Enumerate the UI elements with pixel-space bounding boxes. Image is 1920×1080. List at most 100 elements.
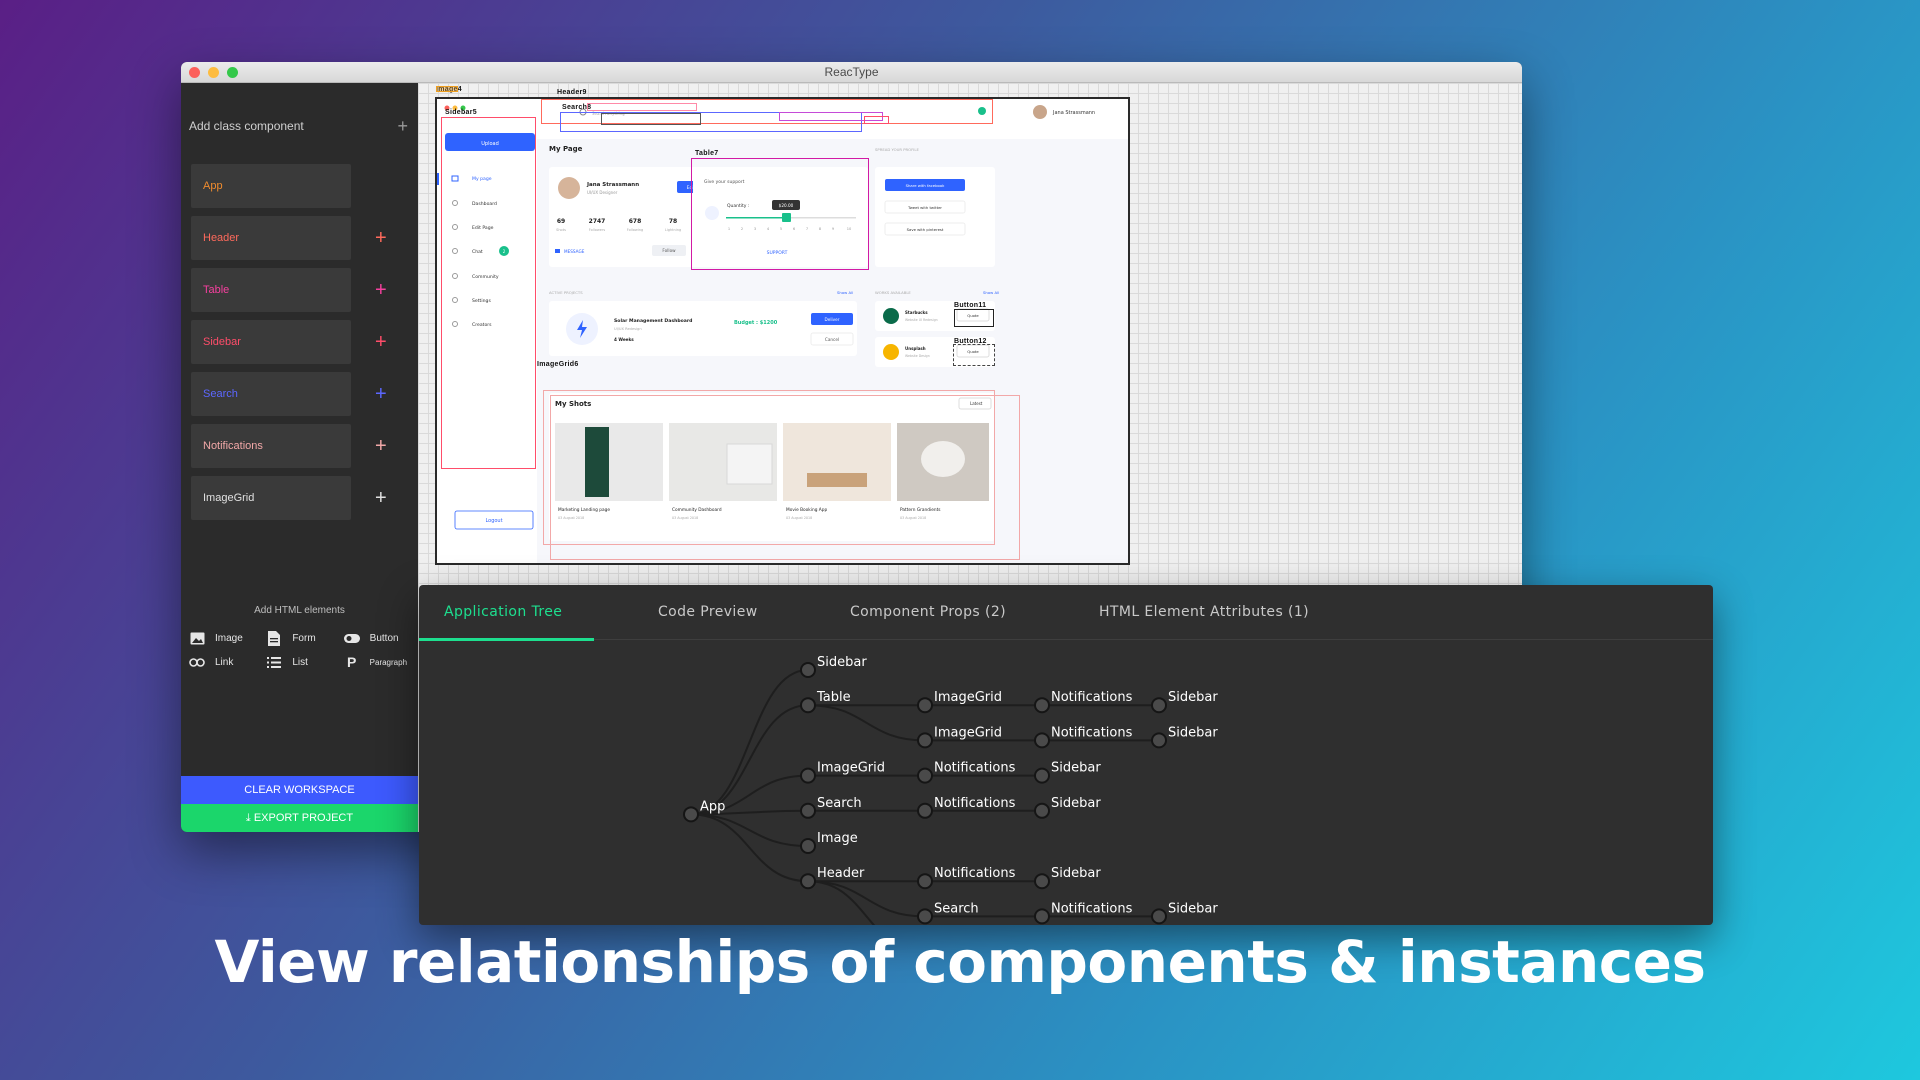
component-item-app[interactable]: App: [191, 164, 351, 208]
add-class-component-row: Add class component +: [189, 111, 414, 141]
svg-text:Show All: Show All: [837, 290, 853, 295]
add-class-plus-icon[interactable]: +: [397, 116, 408, 136]
tree-node-circle[interactable]: [917, 908, 933, 925]
component-item-notifications[interactable]: Notifications: [191, 424, 351, 468]
tree-node-sidebar[interactable]: Sidebar: [800, 655, 867, 678]
svg-text:MESSAGE: MESSAGE: [564, 249, 585, 254]
tree-node-circle[interactable]: [800, 838, 816, 854]
overlay-label-search8: Search8: [562, 104, 592, 111]
tree-node-circle[interactable]: [1151, 697, 1167, 714]
notifications-overlay[interactable]: [560, 112, 862, 132]
title-bar: ReacType: [181, 62, 1522, 83]
html-element-link[interactable]: Link: [189, 655, 256, 669]
svg-text:Quote: Quote: [967, 349, 979, 354]
minimize-window-button[interactable]: [208, 67, 219, 78]
component-item-sidebar[interactable]: Sidebar: [191, 320, 351, 364]
tab-application-tree[interactable]: Application Tree: [444, 604, 563, 620]
tree-node-sidebar[interactable]: Sidebar: [1034, 866, 1101, 890]
tree-node-notifications[interactable]: Notifications: [917, 796, 1016, 819]
tree-node-notifications[interactable]: Notifications: [1034, 690, 1133, 714]
add-instance-plus-icon[interactable]: +: [375, 435, 387, 457]
svg-text:SPREAD YOUR PROFILE: SPREAD YOUR PROFILE: [875, 147, 920, 152]
tree-node-circle[interactable]: [1034, 697, 1050, 714]
add-instance-plus-icon[interactable]: +: [375, 383, 387, 405]
maximize-window-button[interactable]: [227, 67, 238, 78]
tree-node-circle[interactable]: [917, 732, 933, 749]
tree-node-circle[interactable]: [1034, 873, 1050, 890]
tree-node-circle[interactable]: [800, 802, 816, 819]
html-element-list[interactable]: List: [266, 655, 333, 669]
tree-node-notifications[interactable]: Notifications: [917, 866, 1016, 890]
component-item-header[interactable]: Header: [191, 216, 351, 260]
search8-overlay[interactable]: [587, 103, 697, 111]
button11-overlay[interactable]: [954, 309, 994, 327]
tree-node-app[interactable]: App: [683, 799, 725, 823]
tree-node-sidebar[interactable]: Sidebar: [1034, 796, 1101, 819]
notification-badge-overlay[interactable]: [864, 116, 889, 124]
tree-node-circle[interactable]: [917, 873, 933, 890]
sidebar5-overlay[interactable]: [441, 117, 536, 469]
svg-text:Community: Community: [472, 274, 499, 280]
tree-node-circle[interactable]: [917, 697, 933, 714]
html-element-button[interactable]: Button: [343, 631, 411, 645]
component-item-table[interactable]: Table: [191, 268, 351, 312]
tree-node-notifications[interactable]: Notifications: [1034, 725, 1133, 749]
tree-node-notifications[interactable]: Notifications: [917, 761, 1016, 784]
tab-code-preview[interactable]: Code Preview: [658, 604, 758, 620]
tree-node-sidebar[interactable]: Sidebar: [1151, 901, 1218, 925]
tree-node-header[interactable]: Header: [800, 866, 865, 890]
tree-node-circle[interactable]: [800, 662, 816, 678]
mockup-image[interactable]: Upload My page Dashboard Edit Page Chat …: [435, 97, 1130, 565]
application-tree[interactable]: SidebarSidebarNotificationsImageGridSide…: [419, 640, 1713, 925]
tree-node-search[interactable]: Search: [917, 901, 979, 925]
imagegrid6-overlay[interactable]: [543, 390, 995, 545]
add-class-component-input[interactable]: Add class component: [189, 119, 304, 133]
tab-html-element-attributes[interactable]: HTML Element Attributes (1): [1099, 604, 1310, 620]
add-instance-plus-icon[interactable]: +: [375, 487, 387, 509]
tree-node-circle[interactable]: [917, 802, 933, 819]
svg-text:5: 5: [780, 227, 782, 231]
header9-overlay[interactable]: [541, 99, 993, 124]
tree-node-circle[interactable]: [800, 873, 816, 890]
svg-text:2: 2: [503, 249, 506, 254]
tree-node-circle[interactable]: [1151, 908, 1167, 925]
tree-node-imagegrid[interactable]: ImageGrid: [917, 725, 1002, 749]
tree-node-imagegrid[interactable]: ImageGrid: [917, 690, 1002, 714]
table7-overlay[interactable]: [691, 158, 869, 270]
tree-node-circle[interactable]: [1034, 802, 1050, 819]
tree-node-circle[interactable]: [1034, 732, 1050, 749]
imagegrid-outer-overlay[interactable]: [550, 395, 1020, 560]
export-project-button[interactable]: ⤓ EXPORT PROJECT: [181, 804, 418, 832]
tree-node-sidebar[interactable]: Sidebar: [1151, 690, 1218, 714]
tree-node-circle[interactable]: [1034, 908, 1050, 925]
search-box-overlay[interactable]: [601, 113, 701, 125]
tree-node-sidebar[interactable]: Sidebar: [1151, 725, 1218, 749]
tree-node-circle[interactable]: [683, 806, 699, 823]
button12-overlay[interactable]: [953, 344, 995, 366]
tree-node-table[interactable]: Table: [800, 690, 851, 714]
add-instance-plus-icon[interactable]: +: [375, 279, 387, 301]
html-element-form[interactable]: Form: [266, 630, 333, 646]
tree-node-sidebar[interactable]: Sidebar: [1034, 761, 1101, 784]
tree-node-circle[interactable]: [917, 767, 933, 784]
tree-node-circle[interactable]: [1034, 767, 1050, 784]
tree-node-circle[interactable]: [1151, 732, 1167, 749]
html-element-paragraph[interactable]: P Paragraph: [344, 654, 411, 670]
tree-node-search[interactable]: Search: [800, 796, 862, 819]
close-window-button[interactable]: [189, 67, 200, 78]
tree-node-notifications[interactable]: Notifications: [1034, 901, 1133, 925]
component-item-imagegrid[interactable]: ImageGrid: [191, 476, 351, 520]
tree-node-imagegrid[interactable]: ImageGrid: [800, 761, 885, 784]
svg-text:03 August 2018: 03 August 2018: [786, 516, 812, 520]
add-instance-plus-icon[interactable]: +: [375, 227, 387, 249]
tab-component-props[interactable]: Component Props (2): [850, 604, 1007, 620]
tree-node-image[interactable]: Image: [800, 831, 858, 854]
svg-text:Jana Strassmann: Jana Strassmann: [586, 182, 639, 188]
component-item-search[interactable]: Search: [191, 372, 351, 416]
html-element-image[interactable]: Image: [189, 631, 256, 645]
clear-workspace-button[interactable]: CLEAR WORKSPACE: [181, 776, 418, 804]
tree-node-circle[interactable]: [800, 697, 816, 714]
tree-node-circle[interactable]: [800, 767, 816, 784]
add-instance-plus-icon[interactable]: +: [375, 331, 387, 353]
image4-overlay[interactable]: [436, 86, 458, 92]
